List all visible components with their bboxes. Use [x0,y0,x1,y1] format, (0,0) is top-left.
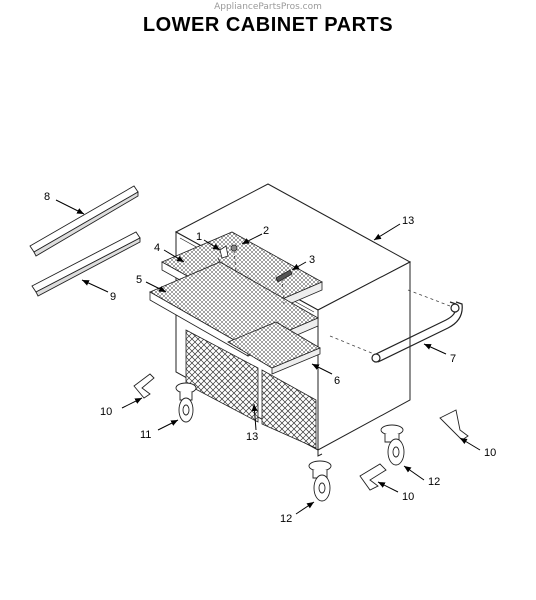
callout-6: 6 [334,375,340,387]
mesh-panel-right [261,369,317,449]
leader-13b [251,403,258,431]
callout-10-right: 10 [484,447,496,459]
leader-10b [377,481,399,493]
drawer-slides [29,185,141,297]
callout-labels: 8 9 1 2 3 4 5 6 7 13 13 10 11 10 10 12 1… [44,191,496,525]
caster-12-left-hub [318,482,326,494]
handle-dash-left [329,335,375,355]
callout-7: 7 [450,353,456,365]
leader-9 [81,279,109,293]
handle-end-left [371,353,381,363]
tray [227,321,321,375]
label-dash [281,277,285,305]
caster-11-plate [175,382,197,394]
leader-10c [459,437,481,451]
handle [371,301,463,363]
callout-13-top: 13 [402,215,414,227]
caster-12-left-plate [308,460,332,472]
leader-5 [145,281,167,293]
bracket-right [439,409,469,441]
leader-11 [157,419,179,431]
slide-upper-edge [33,191,139,257]
callout-2: 2 [263,225,269,237]
leader-12a [295,501,315,515]
leader-8 [55,199,85,215]
alignment-lines [233,249,451,355]
bracket-bottom [359,463,387,491]
caster-11 [175,382,197,423]
callout-3: 3 [309,254,315,266]
caster-12-right-hub [392,446,400,458]
leader-4 [163,249,185,263]
caster-12-right-plate [380,424,404,436]
callout-13-bottom: 13 [246,431,258,443]
leader-10a [121,397,143,409]
caster-11-hub [182,404,190,416]
callout-12-left: 12 [280,513,292,525]
brackets [133,373,469,491]
leader-12b [403,465,425,481]
handle-end-right [450,303,460,313]
callout-10-bottom: 10 [402,491,414,503]
leader-lines [55,199,481,515]
leader-7 [423,343,447,355]
screw-dash [233,249,237,273]
callout-9: 9 [110,291,116,303]
bracket-left [133,373,155,399]
slide-lower-edge [35,237,141,297]
caster-12-right [380,424,405,466]
leader-6 [311,363,333,375]
handle-dash-right [407,289,451,307]
caster-12-left [308,460,332,502]
mesh-panel-left [185,329,259,423]
callout-8: 8 [44,191,50,203]
leader-2 [241,233,263,245]
tray-edge [271,347,321,375]
part-clip [219,245,229,259]
leader-1 [203,239,221,251]
callout-11: 11 [140,429,151,441]
lower-mesh-panels [185,329,317,449]
part-badge [275,269,293,283]
watermark: AppliancePartsPros.com [214,2,322,12]
callout-5: 5 [136,274,142,286]
leader-3 [291,261,307,271]
callout-4: 4 [154,242,160,254]
small-parts [219,244,293,283]
callout-1: 1 [196,231,202,243]
handle-bar-inner [377,301,463,363]
leader-13a [373,223,401,241]
cabinet-corner-post [317,450,323,457]
callout-12-right: 12 [428,476,440,488]
part-screw [230,244,238,252]
diagram-title: LOWER CABINET PARTS [142,14,394,36]
callout-10-left: 10 [100,406,112,418]
